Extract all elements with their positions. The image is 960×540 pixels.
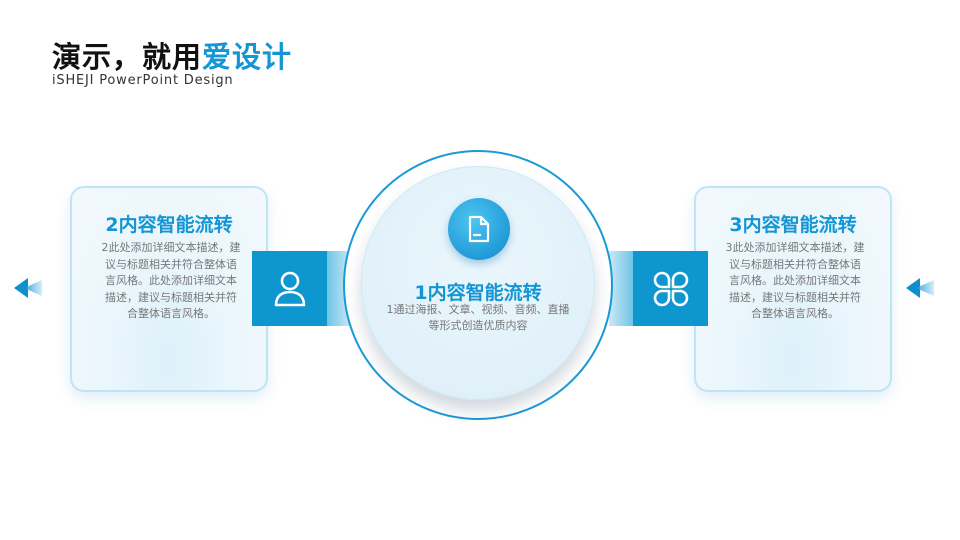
clover-icon-block [633,251,708,326]
card-left: 2内容智能流转 2此处添加详细文本描述，建议与标题相关并符合整体语言风格。此处添… [70,186,268,392]
slide-subtitle: iSHEJI PowerPoint Design [52,73,234,88]
slide-title: 演示，就用爱设计 [52,34,292,76]
card-right-body: 3此处添加详细文本描述，建议与标题相关并符合整体语言风格。此处添加详细文本描述，… [725,241,865,320]
title-main: 演示，就用 [52,40,203,74]
title-accent: 爱设计 [202,40,293,74]
card-left-body: 2此处添加详细文本描述，建议与标题相关并符合整体语言风格。此处添加详细文本描述，… [101,241,241,320]
document-icon [468,215,490,243]
user-icon [274,271,306,307]
center-body: 1通过海报、文章、视频、音频、直播等形式创造优质内容 [386,303,570,332]
connector-right [609,251,633,326]
card-right-title: 3内容智能流转 [729,214,857,236]
center-title: 1内容智能流转 [414,282,542,304]
card-left-title: 2内容智能流转 [105,214,233,236]
card-right: 3内容智能流转 3此处添加详细文本描述，建议与标题相关并符合整体语言风格。此处添… [694,186,892,392]
document-icon-badge [448,198,510,260]
clover-icon [653,271,689,307]
arrow-left-icon [14,278,42,298]
arrow-right-icon [906,278,934,298]
user-icon-block [252,251,327,326]
